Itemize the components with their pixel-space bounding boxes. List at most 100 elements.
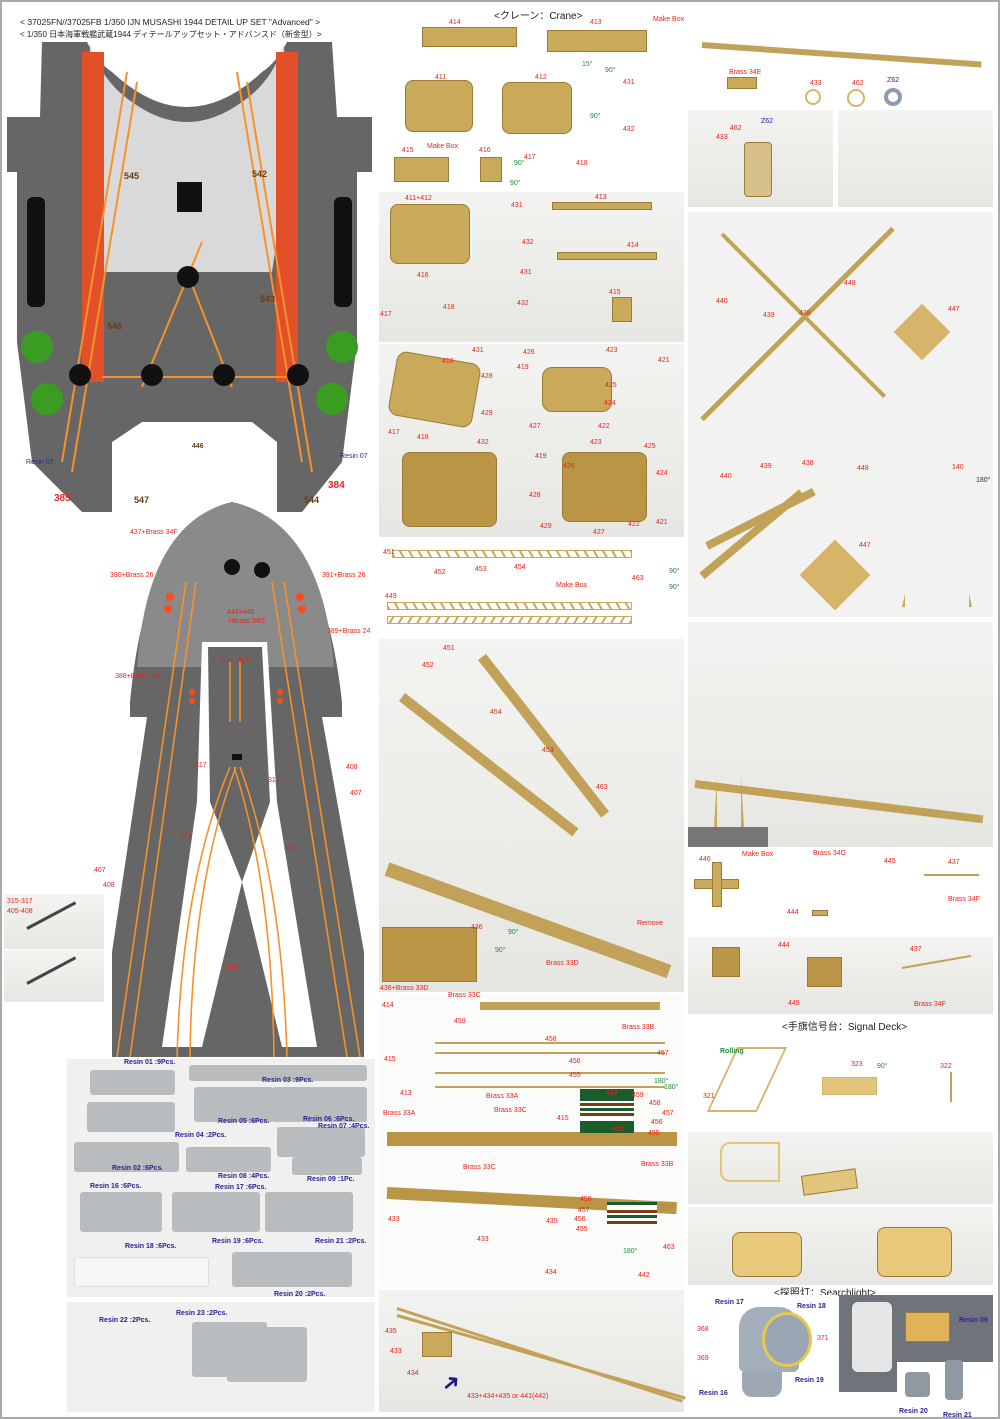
etched-fret-photo: [4, 950, 104, 1002]
part-label: Brass 34G: [813, 850, 847, 857]
part-label: 422: [628, 521, 640, 528]
resin-label: Resin 16: [699, 1390, 728, 1397]
part-label: 457: [657, 1050, 669, 1057]
crane-base-closeup-photo: [838, 110, 993, 207]
part-label: 433: [388, 1216, 400, 1223]
part-label: 384: [328, 480, 345, 491]
part-label: 419: [535, 453, 547, 460]
part-label: 408: [103, 882, 115, 889]
part-label: 544: [304, 495, 320, 505]
part-label: 429: [481, 410, 493, 417]
part-label: 446: [699, 856, 711, 863]
part-label: Brass 34E: [729, 69, 762, 76]
part-label: 437: [948, 859, 960, 866]
resin-label: Resin 20: [899, 1408, 928, 1415]
part-label: 406: [219, 657, 231, 664]
make-box-note: Make Box: [556, 582, 588, 589]
part-label: 457: [578, 1207, 590, 1214]
resin-label: Resin 23 :2Pcs.: [176, 1310, 228, 1317]
section-title-searchlight: <探照灯：Searchlight>: [774, 1288, 876, 1299]
resin-label: Resin 06 :6Pcs.: [303, 1116, 355, 1123]
angle-note: 90°: [514, 160, 525, 167]
resin-label: Resin 07: [340, 453, 368, 460]
section-title-crane: <クレーン：Crane>: [494, 11, 583, 22]
angle-note: 90°: [669, 584, 680, 591]
angle-note: 90°: [590, 113, 601, 120]
part-label: 431: [520, 269, 532, 276]
part-label: 423: [606, 347, 618, 354]
part-label: 415: [609, 289, 621, 296]
part-label: 407: [94, 867, 106, 874]
part-label: Brass 34F: [914, 1001, 946, 1008]
part-label: 463: [596, 784, 608, 791]
part-label: 418: [576, 160, 588, 167]
part-label: 416: [417, 272, 429, 279]
part-label: 431: [623, 79, 635, 86]
part-label: 462: [852, 80, 864, 87]
part-label: 453: [475, 566, 487, 573]
part-label: 449: [385, 593, 397, 600]
part-label: 405-408: [7, 908, 33, 915]
part-label: 323: [851, 1061, 863, 1068]
part-label: 415: [557, 1115, 569, 1122]
resin-label: Resin 20 :2Pcs.: [274, 1291, 326, 1298]
part-label: Brass 33D: [546, 960, 579, 967]
part-label: 322: [940, 1063, 952, 1070]
part-label: 436: [471, 924, 483, 931]
part-label: 424: [604, 400, 616, 407]
part-label: 413: [612, 1126, 624, 1133]
resin-label: Resin 03 :9Pcs.: [262, 1077, 314, 1084]
part-label: 418: [443, 304, 455, 311]
part-label: 453: [542, 747, 554, 754]
part-label: 546: [107, 321, 123, 331]
part-label: 542: [252, 169, 268, 179]
part-label: 442: [638, 1272, 650, 1279]
part-label: 414: [449, 19, 461, 26]
part-label: 456: [574, 1216, 586, 1223]
part-label: Brass 33C: [494, 1107, 527, 1114]
title-line-2: < 1/350 日本海軍戦艦武蔵1944 ディテールアップセット・アドバンスド（…: [20, 30, 322, 39]
part-label: 426: [523, 349, 535, 356]
part-label: 445: [884, 858, 896, 865]
part-label: 543: [260, 294, 276, 304]
part-label: 419: [517, 364, 529, 371]
aft-deck-diagram: [7, 42, 372, 512]
part-label: Brass 33B: [622, 1024, 655, 1031]
part-label: 431: [472, 347, 484, 354]
resin-label: Resin 01 :9Pcs.: [124, 1059, 176, 1066]
part-label: 416: [479, 147, 491, 154]
angle-note: 90°: [877, 1063, 888, 1070]
resin-label: Resin 07 :4Pcs.: [318, 1123, 370, 1130]
part-label: 371: [817, 1335, 829, 1342]
part-label: 315: [180, 833, 192, 840]
part-label: 446: [192, 443, 204, 450]
part-label: 454: [490, 709, 502, 716]
part-label: 439: [763, 312, 775, 319]
part-label: 369: [697, 1355, 709, 1362]
part-label: 456: [651, 1119, 663, 1126]
part-label: 463: [663, 1244, 675, 1251]
part-label: 415: [402, 147, 414, 154]
angle-note: 90°: [669, 568, 680, 575]
part-label: 437: [910, 946, 922, 953]
part-label: 547: [134, 495, 150, 505]
part-label: 413: [590, 19, 602, 26]
part-label: 434: [407, 1370, 419, 1377]
resin-label: Resin 21 :2Pcs.: [315, 1238, 367, 1245]
part-label: 414: [382, 1002, 394, 1009]
part-label: 421: [658, 357, 670, 364]
part-label: Brass 33C: [463, 1164, 496, 1171]
part-label: 429: [540, 523, 552, 530]
resin-label: Resin 04 :2Pcs.: [175, 1132, 227, 1139]
make-box-note: Make Box: [742, 851, 774, 858]
part-label: 417: [524, 154, 536, 161]
make-box-note: Make Box: [653, 16, 685, 23]
part-label: Z62: [887, 77, 900, 84]
part-label: 440: [716, 298, 728, 305]
part-label: Brass 33A: [486, 1093, 519, 1100]
part-label: 455: [576, 1226, 588, 1233]
part-label: 440: [720, 473, 732, 480]
resin-label: Resin 07: [26, 459, 54, 466]
angle-note: 180°: [976, 477, 991, 484]
resin-label: Resin 09: [959, 1317, 988, 1324]
